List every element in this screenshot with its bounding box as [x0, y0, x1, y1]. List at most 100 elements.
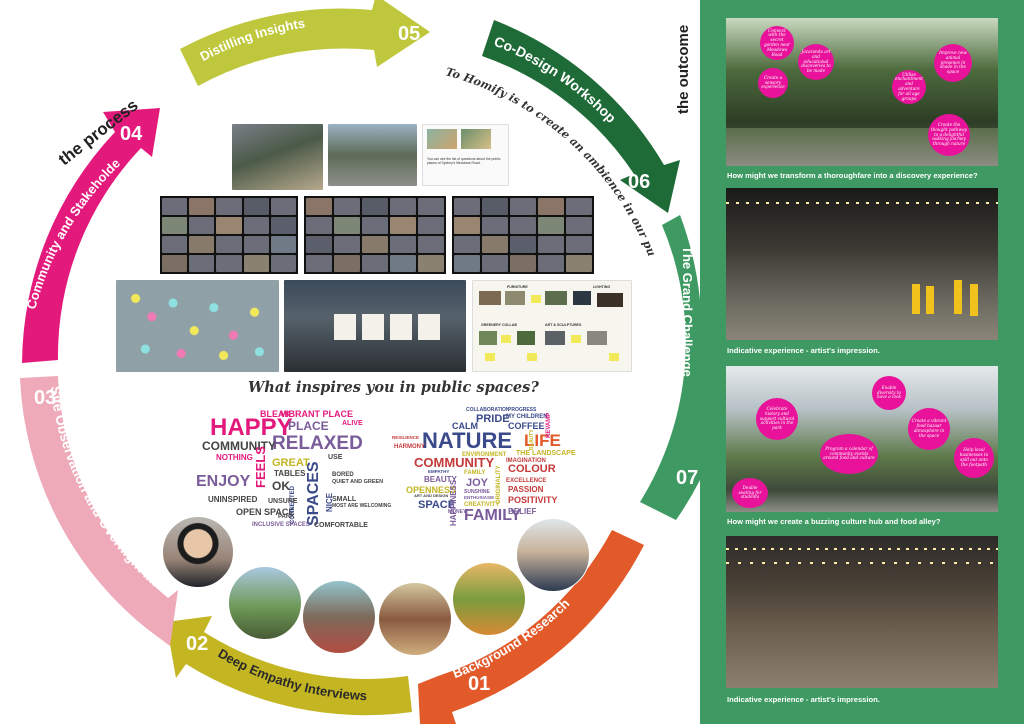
bubble-1-3: Jacaranda art and educational discoverie…: [798, 44, 834, 80]
word-cloud: HAPPY RELAXED COMMUNITY ENJOY NATURE FAM…: [196, 408, 588, 532]
word-joy: JOY: [466, 477, 489, 489]
sticky-notes-photo: [116, 280, 279, 372]
word-pride: PRIDE: [476, 413, 510, 425]
word-life: LIFE: [524, 431, 561, 450]
outcome-image-2: [726, 188, 998, 340]
bubble-2-5: Help local businesses to spill out onto …: [954, 438, 994, 478]
word-relaxed: RELAXED: [272, 433, 363, 454]
word-harmony: HARMONY: [394, 444, 425, 450]
stage-03-arrow: [20, 376, 178, 646]
bubble-1-6: Create the thought pathway to a delightf…: [928, 114, 970, 156]
caption-2: Indicative experience - artist's impress…: [727, 346, 880, 355]
video-call-grid-2: [304, 196, 446, 274]
inspire-question: What inspires you in public spaces?: [248, 379, 539, 396]
word-openness: OPENNESS: [406, 485, 457, 495]
word-creativity: CREATIVITY: [464, 502, 500, 508]
word-bleak: BLEAK: [260, 409, 291, 419]
word-resilience: RESILIENCE: [392, 435, 420, 440]
workshop-photo-1: [232, 124, 323, 190]
word-community-2: COMMUNITY: [414, 455, 495, 470]
word-small: SMALL: [332, 496, 357, 503]
word-park: PARK: [278, 514, 295, 520]
word-community: COMMUNITY: [202, 439, 276, 453]
word-originality: ORIGINALITY: [496, 465, 502, 504]
word-bored: BORED: [332, 472, 354, 478]
word-feels: FEELS: [253, 446, 268, 488]
word-happiness: HAPPINESS: [449, 479, 458, 526]
word-coffee: COFFEE: [508, 421, 545, 431]
word-belief: BELIEF: [508, 507, 537, 516]
word-ok: OK: [272, 479, 290, 493]
word-positivity: POSITIVITY: [508, 495, 558, 505]
word-enjoy: ENJOY: [196, 473, 251, 490]
bubble-2-3: Create a vibrant food bazaar atmosphere …: [908, 408, 950, 450]
bubble-1-4: Utilise enchantment and adventure for al…: [892, 70, 926, 104]
stage-06-number: 06: [628, 171, 650, 193]
interview-photo-4: [378, 582, 452, 656]
board-label-lighting: LIGHTING: [593, 285, 611, 289]
stage-03-number: 03: [34, 387, 56, 409]
board-label-furniture: FURNITURE: [507, 285, 528, 289]
video-call-grid-1: [160, 196, 298, 274]
stage-05-arrow: [180, 0, 430, 86]
word-colour: COLOUR: [508, 463, 556, 475]
word-passion: PASSION: [508, 485, 544, 494]
stage-06-label: Co-Design Workshop: [492, 33, 620, 126]
bubble-2-1: Celebrate history and support cultural a…: [756, 398, 798, 440]
interview-photo-5: [452, 562, 526, 636]
word-open-space: OPEN SPACE: [236, 507, 295, 517]
word-space: SPACE: [418, 499, 456, 511]
interview-photo-6: [516, 518, 590, 592]
word-empathy: EMPATHY: [428, 469, 450, 474]
board-label-art: ART & SCULPTURES: [545, 323, 582, 327]
interview-photo-3: [302, 580, 376, 654]
stage-05-number: 05: [398, 23, 420, 45]
caption-3: How might we create a buzzing culture hu…: [727, 517, 941, 526]
word-revamp: REVAMP: [546, 412, 552, 438]
word-money: MONEY: [448, 509, 467, 515]
stage-07-arrow: [640, 215, 700, 520]
word-beauty-2: BEAUTY: [529, 429, 535, 450]
word-inclusive-spaces: INCLUSIVE SPACES: [252, 522, 310, 528]
stage-02-number: 02: [186, 633, 208, 655]
word-family-2: FAMILY: [464, 470, 486, 476]
word-uninspired: UNINSPIRED: [208, 495, 258, 504]
word-happy: HAPPY: [210, 414, 293, 441]
screen-slide-text: You can see the list of questions about …: [427, 157, 501, 166]
word-alive: ALIVE: [342, 420, 363, 427]
word-unsure: UNSURE: [268, 498, 298, 505]
outcome-image-4: [726, 536, 998, 688]
stage-07-number: 07: [676, 467, 698, 489]
word-environment: ENVIRONMENT: [462, 452, 507, 458]
word-comfortable: COMFORTABLE: [314, 522, 368, 529]
screen-slide: You can see the list of questions about …: [422, 124, 509, 186]
stage-06-arrow: [482, 20, 680, 213]
interview-photo-1: [162, 516, 234, 588]
stage-04-arrow: [22, 108, 160, 363]
word-spaces: SPACES: [305, 461, 322, 526]
bubble-1-1: Connect with the secret garden near Mead…: [760, 26, 794, 60]
word-calm: CALM: [452, 421, 478, 431]
word-my-children: MY CHILDREN: [506, 414, 548, 420]
board-label-greenery: GREENERY COLLAB: [481, 323, 517, 327]
workshop-photo-2: [328, 124, 417, 186]
word-imagination: IMAGINATION: [506, 458, 546, 464]
word-use: USE: [328, 454, 343, 461]
outcome-heading: the outcome: [675, 25, 692, 114]
word-art-and-design: ART AND DESIGN: [414, 493, 449, 498]
word-sunshine: SUNSHINE: [464, 489, 490, 495]
bubble-2-6: Double seating for students: [732, 478, 768, 508]
word-progress: PROGRESS: [508, 407, 537, 413]
word-collaboration: COLLABORATION: [466, 407, 510, 413]
word-vibrant-place: VIBRANT PLACE: [280, 409, 354, 419]
word-excellence: EXCELLENCE: [506, 478, 547, 484]
grand-challenge-label: The Grand Challenge: [680, 246, 695, 377]
warehouse-workshop-photo: [284, 280, 466, 372]
stage-02-arrow: [166, 616, 412, 716]
caption-1: How might we transform a thoroughfare in…: [727, 171, 978, 180]
word-nature: NATURE: [422, 428, 513, 453]
word-nothing: NOTHING: [216, 453, 253, 462]
outcome-panel: Connect with the secret garden near Mead…: [700, 0, 1024, 724]
video-call-grid-3: [452, 196, 594, 274]
